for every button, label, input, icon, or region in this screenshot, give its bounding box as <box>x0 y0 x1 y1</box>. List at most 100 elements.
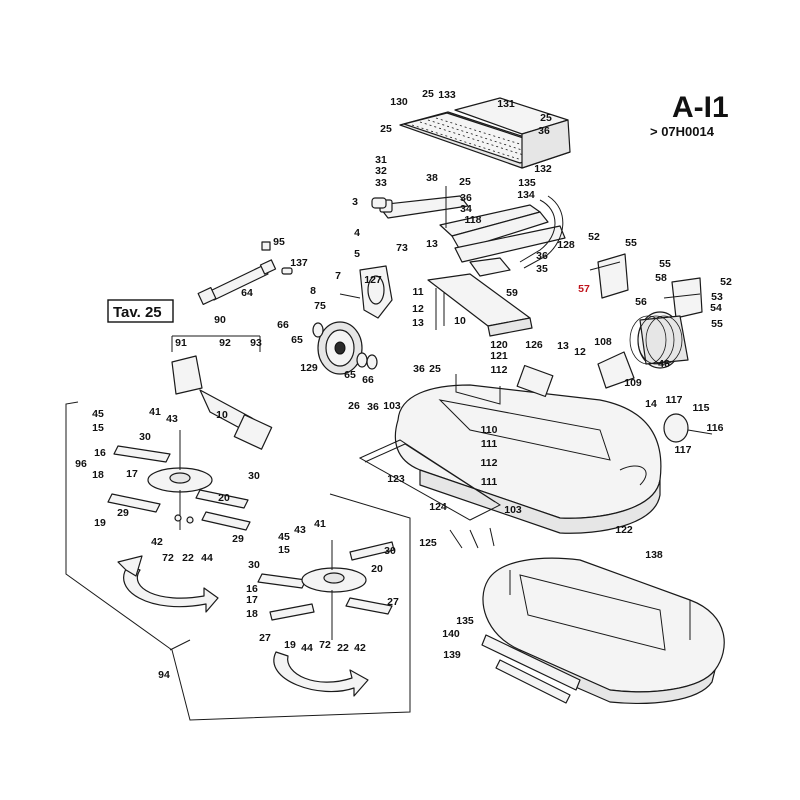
part-callout-17: 17 <box>246 594 258 606</box>
part-callout-112: 112 <box>481 457 498 469</box>
part-callout-109: 109 <box>624 377 642 389</box>
part-callout-45: 45 <box>92 408 104 420</box>
rotation-arrow-left <box>117 555 219 613</box>
part-callout-94: 94 <box>158 669 170 681</box>
part-callout-8: 8 <box>310 285 316 297</box>
table-reference[interactable]: Tav. 25 <box>107 299 174 323</box>
part-callout-7: 7 <box>335 270 341 282</box>
part-callout-25: 25 <box>429 363 441 375</box>
part-callout-41: 41 <box>149 406 161 418</box>
part-callout-75: 75 <box>314 300 326 312</box>
part-callout-27: 27 <box>259 632 271 644</box>
part-callout-38: 38 <box>426 172 438 184</box>
part-callout-22: 22 <box>182 552 194 564</box>
part-callout-43: 43 <box>294 524 306 536</box>
part-callout-18: 18 <box>92 469 104 481</box>
part-callout-5: 5 <box>354 248 360 260</box>
part-callout-4: 4 <box>354 227 360 239</box>
part-callout-15: 15 <box>92 422 104 434</box>
lift-frame-assembly <box>371 186 566 277</box>
part-callout-10: 10 <box>216 409 228 421</box>
part-callout-32: 32 <box>375 165 387 177</box>
part-callout-15: 15 <box>278 544 290 556</box>
part-callout-36: 36 <box>367 401 379 413</box>
part-callout-112: 112 <box>491 364 508 376</box>
part-callout-53: 53 <box>711 291 723 303</box>
part-callout-19: 19 <box>94 517 106 529</box>
part-callout-90: 90 <box>214 314 226 326</box>
part-callout-108: 108 <box>594 336 612 348</box>
part-callout-66: 66 <box>362 374 374 386</box>
part-callout-124: 124 <box>429 501 447 513</box>
part-callout-52: 52 <box>720 276 732 288</box>
part-callout-129: 129 <box>300 362 318 374</box>
part-callout-18: 18 <box>246 608 258 620</box>
part-callout-58: 58 <box>655 272 667 284</box>
part-callout-59: 59 <box>506 287 518 299</box>
part-callout-44: 44 <box>301 642 313 654</box>
part-callout-91: 91 <box>175 337 187 349</box>
part-callout-110: 110 <box>481 424 498 436</box>
part-callout-42: 42 <box>151 536 163 548</box>
part-callout-44: 44 <box>201 552 213 564</box>
part-callout-11: 11 <box>412 286 423 298</box>
part-callout-30: 30 <box>139 431 151 443</box>
part-callout-17: 17 <box>126 468 138 480</box>
part-callout-56: 56 <box>635 296 647 308</box>
part-callout-43: 43 <box>166 413 178 425</box>
part-callout-131: 131 <box>497 98 515 110</box>
blade-assembly-right <box>257 540 395 640</box>
part-callout-26: 26 <box>348 400 360 412</box>
part-callout-13: 13 <box>412 317 424 329</box>
part-callout-36: 36 <box>413 363 425 375</box>
diagram-title: A-I1 <box>672 91 729 124</box>
part-callout-137: 137 <box>290 257 308 269</box>
mower-deck-lower <box>482 557 725 704</box>
part-callout-31: 31 <box>375 154 387 166</box>
part-callout-116: 116 <box>707 422 724 434</box>
part-callout-123: 123 <box>387 473 405 485</box>
mower-deck-upper <box>394 364 662 534</box>
part-callout-111: 111 <box>481 476 498 488</box>
part-callout-19: 19 <box>284 639 296 651</box>
part-callout-36: 36 <box>460 192 472 204</box>
part-callout-14: 14 <box>645 398 657 410</box>
part-callout-20: 20 <box>218 492 230 504</box>
table-reference-label: Tav. 25 <box>113 304 162 321</box>
part-callout-72: 72 <box>319 639 331 651</box>
part-callout-117: 117 <box>666 394 683 406</box>
part-callout-138: 138 <box>645 549 663 561</box>
part-callout-122: 122 <box>615 524 633 536</box>
part-callout-127: 127 <box>364 274 382 286</box>
part-callout-13: 13 <box>426 238 438 250</box>
part-callout-29: 29 <box>232 533 244 545</box>
part-callout-115: 115 <box>693 402 710 414</box>
part-callout-25: 25 <box>380 123 392 135</box>
part-callout-128: 128 <box>557 239 575 251</box>
skid-plates <box>481 634 581 704</box>
discharge-chute <box>597 311 689 389</box>
height-adjust-brackets <box>589 253 703 319</box>
part-callout-22: 22 <box>337 642 349 654</box>
pto-shaft <box>197 241 293 305</box>
part-callout-45: 45 <box>278 531 290 543</box>
part-callout-36: 36 <box>538 125 550 137</box>
part-callout-13: 13 <box>557 340 569 352</box>
part-callout-25: 25 <box>459 176 471 188</box>
part-callout-111: 111 <box>481 438 498 450</box>
part-callout-35: 35 <box>536 263 548 275</box>
part-callout-55: 55 <box>711 318 723 330</box>
blade-group-outline <box>65 401 411 721</box>
part-callout-126: 126 <box>525 339 543 351</box>
part-callout-118: 118 <box>465 214 482 226</box>
part-callout-3: 3 <box>352 196 358 208</box>
diagram-code: > 07H0014 <box>650 124 715 139</box>
support-bracket <box>427 273 533 337</box>
part-callout-93: 93 <box>250 337 262 349</box>
rotation-arrow-right <box>273 651 369 697</box>
part-callout-133: 133 <box>438 89 456 101</box>
part-callout-132: 132 <box>534 163 552 175</box>
part-callout-20: 20 <box>371 563 383 575</box>
